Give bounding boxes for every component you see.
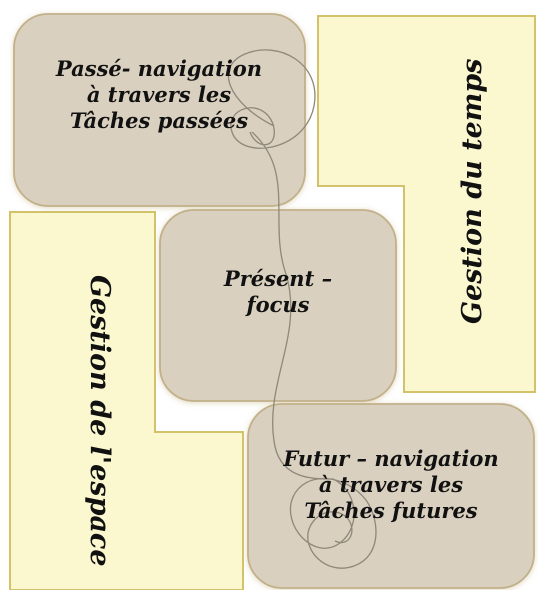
time-management-panel: [317, 15, 536, 393]
present-label: Présent – focus: [223, 265, 333, 317]
past-box: [13, 13, 306, 207]
space-management-label: Gestion de l'espace: [84, 275, 115, 567]
present-box: [159, 209, 397, 402]
future-box: [247, 403, 535, 589]
future-label: Futur – navigation à travers les Tâches …: [283, 445, 499, 524]
past-label: Passé- navigation à travers les Tâches p…: [55, 55, 263, 134]
spiral-path: [227, 49, 377, 569]
time-management-label: Gestion du temps: [457, 58, 488, 324]
space-management-panel: [9, 211, 244, 590]
